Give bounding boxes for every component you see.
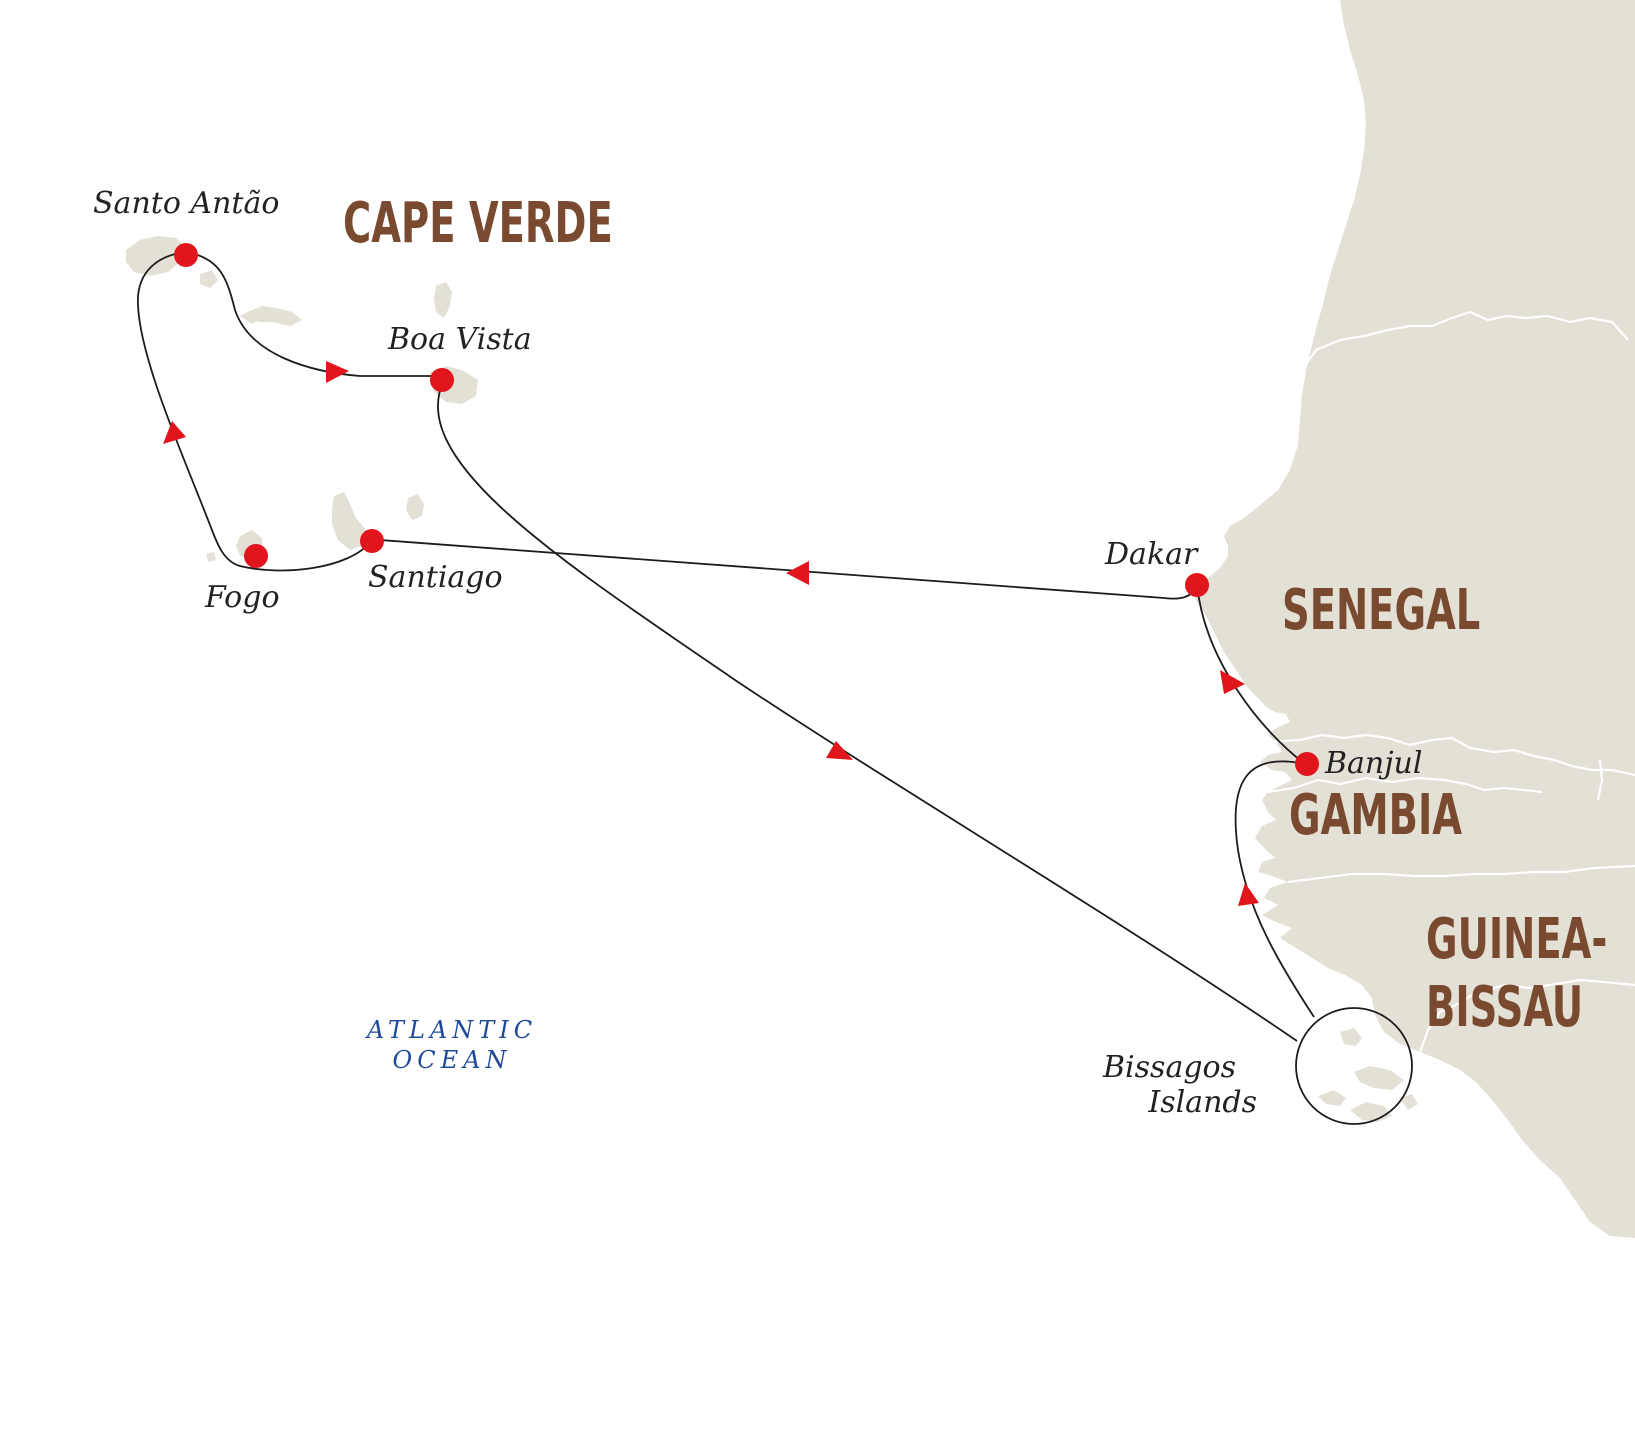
island-bissagos-3 xyxy=(1318,1090,1346,1106)
port-label-santiago: Santiago xyxy=(368,560,503,595)
route-santiago-to-fogo xyxy=(209,524,373,572)
port-marker-dakar xyxy=(1185,573,1209,597)
island-santo-antao xyxy=(126,236,186,276)
country-label-guinea-bissau-line1: GUINEA- xyxy=(1426,907,1607,972)
port-marker-banjul xyxy=(1295,752,1319,776)
route-fogo-to-santo-antao xyxy=(137,251,211,526)
port-label-dakar: Dakar xyxy=(1104,537,1199,572)
port-marker-santiago xyxy=(360,529,384,553)
island-bissagos-2 xyxy=(1354,1066,1404,1090)
ocean-label-line2: OCEAN xyxy=(393,1046,512,1074)
country-label-senegal: SENEGAL xyxy=(1282,578,1480,643)
island-bissagos-1 xyxy=(1340,1028,1362,1046)
port-label-santo-antao: Santo Antão xyxy=(93,186,279,221)
bissagos-highlight-circle xyxy=(1295,1007,1413,1125)
port-label-bissagos-line2: Islands xyxy=(1147,1085,1257,1120)
island-santiago xyxy=(332,492,366,550)
border-senegal-gambia-north xyxy=(1267,733,1635,777)
ocean-label-line1: ATLANTIC xyxy=(365,1016,537,1044)
route-boa-vista-to-bissagos xyxy=(437,379,1298,1042)
island-bissagos-4 xyxy=(1350,1102,1392,1122)
country-label-gambia: GAMBIA xyxy=(1289,783,1463,848)
island-bissagos-5 xyxy=(1400,1094,1418,1110)
africa-mainland xyxy=(1192,0,1635,1238)
island-sal xyxy=(434,282,452,318)
port-label-banjul: Banjul xyxy=(1324,746,1422,781)
island-maio xyxy=(406,494,424,520)
border-senegal-mali xyxy=(1596,759,1604,801)
island-brava xyxy=(206,552,216,562)
direction-arrow-fogo-santo-antao xyxy=(163,421,186,444)
route-banjul-to-dakar xyxy=(1196,584,1306,765)
port-marker-fogo xyxy=(244,544,268,568)
island-sao-vicente xyxy=(200,270,218,288)
direction-arrow-banjul-dakar xyxy=(1220,670,1245,694)
port-label-bissagos-line1: Bissagos xyxy=(1102,1050,1236,1085)
island-sao-nicolau xyxy=(248,306,302,326)
direction-arrow-santo-antao-boa-vista xyxy=(326,361,349,383)
border-senegal-mauritania xyxy=(1301,310,1629,371)
country-label-cape-verde: CAPE VERDE xyxy=(343,191,613,256)
country-label-guinea-bissau-line2: BISSAU xyxy=(1426,975,1583,1040)
border-gambia-south xyxy=(1267,776,1543,794)
port-marker-santo-antao xyxy=(174,243,198,267)
route-santo-antao-to-boa-vista xyxy=(185,251,444,377)
border-guinea-bissau-guinea xyxy=(1418,978,1635,1053)
port-label-boa-vista: Boa Vista xyxy=(387,322,532,357)
route-bissagos-to-banjul xyxy=(1234,760,1315,1018)
border-senegal-guinea-bissau xyxy=(1287,864,1635,884)
direction-arrow-bissagos-banjul xyxy=(1238,883,1259,906)
direction-arrow-dakar-santiago xyxy=(786,561,809,585)
port-label-fogo: Fogo xyxy=(204,580,280,615)
port-marker-boa-vista xyxy=(430,368,454,392)
direction-arrow-boa-vista-bissagos xyxy=(826,741,853,760)
